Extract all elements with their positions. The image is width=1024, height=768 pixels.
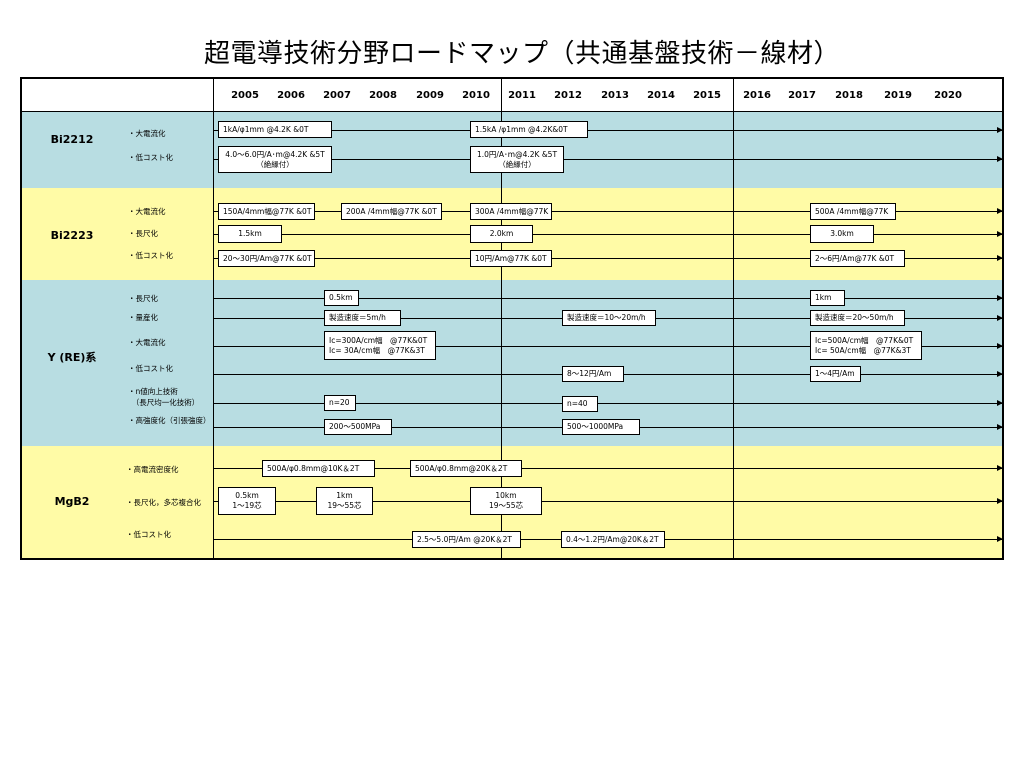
timeline-arrow [214, 255, 1003, 261]
milestone-box: 製造速度＝5m/h [324, 310, 401, 326]
item-label: ・量産化 [128, 313, 158, 322]
year-2006: 2006 [277, 90, 305, 101]
year-2012: 2012 [554, 90, 582, 101]
item-label: ・長尺化 [128, 229, 158, 238]
milestone-box: 2.5～5.0円/Am @20K＆2T [412, 531, 521, 548]
item-label: ・低コスト化 [128, 153, 173, 162]
band-yre [22, 280, 1002, 446]
milestone-box: 10km 19～55芯 [470, 487, 542, 515]
roadmap-frame [20, 77, 1004, 560]
milestone-box: 20～30円/Am@77K &0T [218, 250, 315, 267]
milestone-box: 1.5km [218, 225, 282, 243]
milestone-box: 4.0～6.0円/A･m@4.2K &5T （絶縁付） [218, 146, 332, 173]
milestone-box: 2.0km [470, 225, 533, 243]
item-label: ・高強度化（引張強度） [128, 416, 211, 425]
milestone-box: 500A /4mm幅@77K [810, 203, 896, 220]
year-2014: 2014 [647, 90, 675, 101]
divider-2015-2016 [733, 79, 734, 559]
item-label: ・低コスト化 [126, 530, 171, 539]
milestone-box: n=20 [324, 395, 356, 411]
item-label: ・高電流密度化 [126, 465, 179, 474]
year-2018: 2018 [835, 90, 863, 101]
category-label: Bi2223 [50, 229, 94, 242]
page-title: 超電導技術分野ロードマップ（共通基盤技術－線材） [203, 39, 840, 69]
year-2013: 2013 [601, 90, 629, 101]
milestone-box: 300A /4mm幅@77K [470, 203, 552, 220]
year-2010: 2010 [462, 90, 490, 101]
item-label: ・低コスト化 [128, 251, 173, 260]
year-2017: 2017 [788, 90, 816, 101]
timeline-arrow [214, 400, 1003, 406]
timeline-arrow [214, 231, 1003, 237]
year-2019: 2019 [884, 90, 912, 101]
milestone-box: 1～4円/Am [810, 366, 861, 382]
milestone-box: 製造速度＝20～50m/h [810, 310, 905, 326]
year-2015: 2015 [693, 90, 721, 101]
category-label: Bi2212 [50, 133, 94, 146]
milestone-box: 200A /4mm幅@77K &0T [341, 203, 442, 220]
milestone-box: 500A/φ0.8mm@10K＆2T [262, 460, 375, 477]
item-label: ・大電流化 [128, 129, 166, 138]
milestone-box: 500～1000MPa [562, 419, 640, 435]
category-label: Y (RE)系 [47, 351, 97, 364]
year-2005: 2005 [231, 90, 259, 101]
milestone-box: 1kA/φ1mm @4.2K &0T [218, 121, 332, 138]
milestone-box: 1.5kA /φ1mm @4.2K&0T [470, 121, 588, 138]
timeline-arrow [214, 156, 1003, 162]
year-2008: 2008 [369, 90, 397, 101]
milestone-box: 0.4～1.2円/Am@20K＆2T [561, 531, 665, 548]
milestone-box: 500A/φ0.8mm@20K＆2T [410, 460, 522, 477]
milestone-box: 製造速度＝10～20m/h [562, 310, 656, 326]
milestone-box: 1.0円/A･m@4.2K &5T （絶縁付） [470, 146, 564, 173]
item-label: ・長尺化，多芯複合化 [126, 498, 201, 507]
item-label: ・長尺化 [128, 294, 158, 303]
timeline-arrow [214, 295, 1003, 301]
divider-2010-2011 [501, 79, 502, 559]
item-label: ・n値向上技術 （長尺均一化技術） [128, 387, 200, 407]
timeline-arrow [214, 465, 1003, 471]
item-label: ・大電流化 [128, 207, 166, 216]
label-column-divider [213, 79, 214, 559]
milestone-box: 10円/Am@77K &0T [470, 250, 552, 267]
header-divider [22, 111, 1002, 112]
timeline-arrow [214, 208, 1003, 214]
item-label: ・低コスト化 [128, 364, 173, 373]
year-2020: 2020 [934, 90, 962, 101]
timeline-arrow [214, 343, 1003, 349]
milestone-box: 200～500MPa [324, 419, 392, 435]
milestone-box: 1km [810, 290, 845, 306]
milestone-box: 0.5km [324, 290, 359, 306]
category-label: MgB2 [54, 495, 90, 508]
milestone-box: Ic=500A/cm幅 @77K&0T Ic= 50A/cm幅 @77K&3T [810, 331, 922, 360]
timeline-arrow [214, 498, 1003, 504]
milestone-box: Ic=300A/cm幅 @77K&0T Ic= 30A/cm幅 @77K&3T [324, 331, 436, 360]
milestone-box: 3.0km [810, 225, 874, 243]
milestone-box: n=40 [562, 396, 598, 412]
milestone-box: 0.5km 1～19芯 [218, 487, 276, 515]
milestone-box: 150A/4mm幅@77K &0T [218, 203, 315, 220]
year-2007: 2007 [323, 90, 351, 101]
timeline-arrow [214, 127, 1003, 133]
year-2009: 2009 [416, 90, 444, 101]
milestone-box: 2～6円/Am@77K &0T [810, 250, 905, 267]
year-2011: 2011 [508, 90, 536, 101]
milestone-box: 8～12円/Am [562, 366, 624, 382]
item-label: ・大電流化 [128, 338, 166, 347]
milestone-box: 1km 19～55芯 [316, 487, 373, 515]
year-2016: 2016 [743, 90, 771, 101]
